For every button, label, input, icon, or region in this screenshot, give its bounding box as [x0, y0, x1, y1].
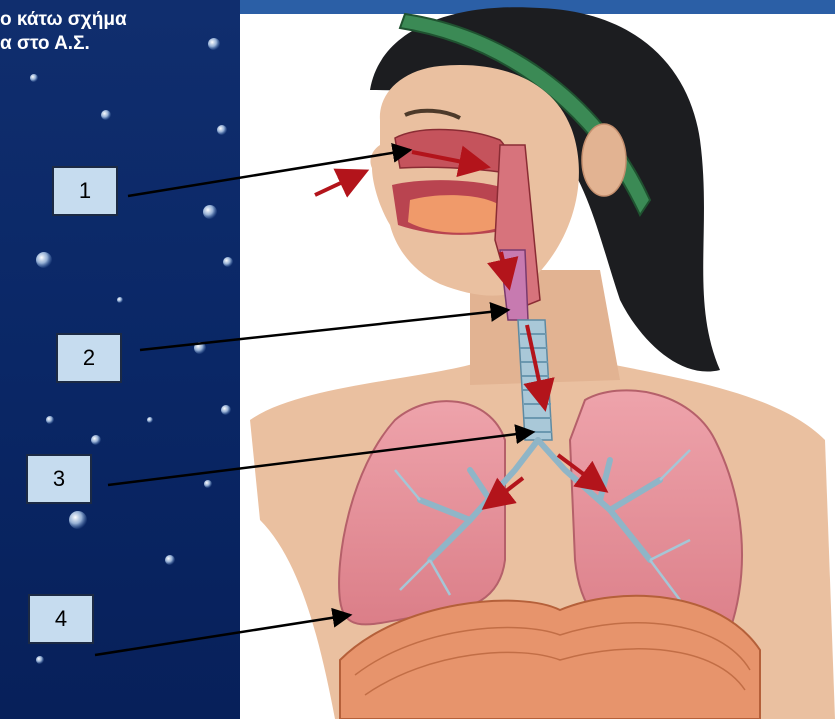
caption-text: ο κάτω σχήμα α στο Α.Σ.	[0, 8, 127, 56]
caption-line-1: ο κάτω σχήμα	[0, 9, 127, 30]
label-box-1: 1	[52, 166, 118, 216]
label-box-4: 4	[28, 594, 94, 644]
caption-line-2: α στο Α.Σ.	[0, 33, 90, 54]
nasal-cavity	[395, 130, 508, 172]
label-box-2: 2	[56, 333, 122, 383]
label-box-3: 3	[26, 454, 92, 504]
tongue	[408, 195, 498, 233]
ear	[582, 124, 626, 196]
